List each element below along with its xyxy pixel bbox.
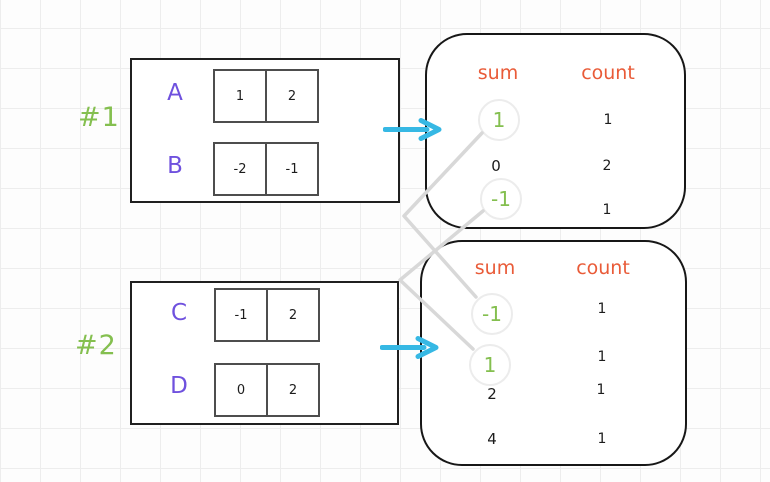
count-value: 1 xyxy=(597,349,607,365)
count-value: 1 xyxy=(596,382,606,398)
sum-value-circled: 1 xyxy=(469,344,511,386)
sum-value-circled: -1 xyxy=(471,293,513,335)
sum-column-header: sum xyxy=(477,62,519,84)
count-column-header: count xyxy=(581,62,635,84)
array-d-cell-0: 0 xyxy=(214,363,268,417)
example-1-label: #1 xyxy=(78,102,120,133)
right-arrow-icon xyxy=(380,336,439,359)
sum-value-circled: 1 xyxy=(478,99,520,141)
array-b-cell-1: -1 xyxy=(265,142,319,196)
example-1-arrays-box: A 1 2 B -2 -1 xyxy=(130,58,400,203)
array-a-cell-1: 2 xyxy=(265,69,319,123)
array-d-label: D xyxy=(170,373,188,399)
example-2-arrays-box: C -1 2 D 0 2 xyxy=(130,281,399,425)
array-c-label: C xyxy=(170,300,188,326)
count-value: 1 xyxy=(602,202,612,218)
count-column-header: count xyxy=(576,257,630,279)
array-d-cell-1: 2 xyxy=(266,363,320,417)
example-1-result-table: sum count 1 1 0 2 -1 1 xyxy=(425,33,686,229)
array-a-cell-0: 1 xyxy=(213,69,267,123)
sum-value: 0 xyxy=(491,157,501,175)
count-value: 1 xyxy=(603,112,613,128)
array-d-cells: 0 2 xyxy=(214,363,320,417)
array-c-cells: -1 2 xyxy=(214,288,320,342)
sum-column-header: sum xyxy=(474,257,516,279)
count-value: 1 xyxy=(597,301,607,317)
array-c-cell-0: -1 xyxy=(214,288,268,342)
array-b-cell-0: -2 xyxy=(213,142,267,196)
array-b-label: B xyxy=(167,153,183,179)
count-value: 2 xyxy=(602,158,612,174)
array-a-label: A xyxy=(167,80,183,106)
count-value: 1 xyxy=(597,431,607,447)
right-arrow-icon xyxy=(383,118,442,141)
sum-value-circled: -1 xyxy=(480,178,522,220)
array-a-cells: 1 2 xyxy=(213,69,319,123)
example-2-result-table: sum count -1 1 1 1 2 1 4 1 xyxy=(420,240,687,466)
array-c-cell-1: 2 xyxy=(266,288,320,342)
array-b-cells: -2 -1 xyxy=(213,142,319,196)
sum-value: 2 xyxy=(487,385,497,403)
sum-value: 4 xyxy=(487,430,497,448)
example-2-label: #2 xyxy=(75,330,117,361)
